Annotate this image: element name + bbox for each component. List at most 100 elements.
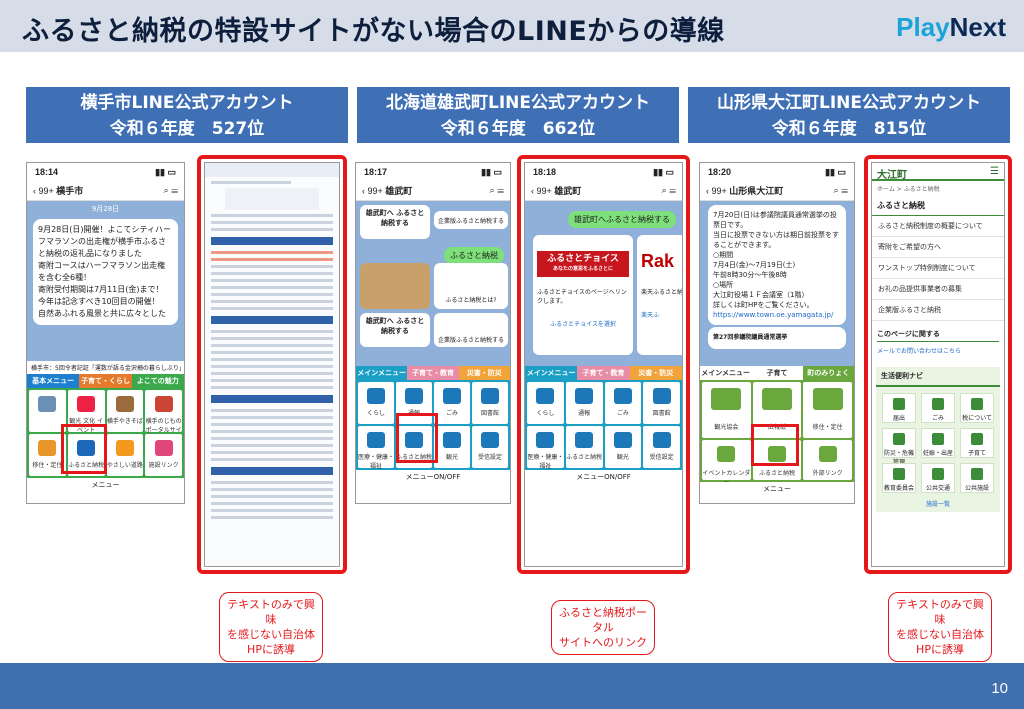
rich-menu-item-furusato[interactable]: ふるさと納税: [752, 440, 802, 480]
rich-menu-item[interactable]: くらし: [527, 382, 564, 424]
navi-item[interactable]: 妊娠・出産: [921, 428, 955, 458]
tab-family[interactable]: 子育て・教育: [407, 366, 459, 380]
menu-toggle[interactable]: メニューON/OFF: [525, 470, 682, 484]
more-link[interactable]: 施設一覧: [925, 501, 950, 508]
page-link[interactable]: ワンストップ特例制度について: [872, 258, 1004, 279]
chat-area[interactable]: 9月28日 9月28日(日)開催！よこてシティハーフマラソンの出走権が横手市ふる…: [27, 201, 184, 361]
navi-item[interactable]: 教育委員会: [882, 463, 916, 493]
portal-card-rakuten[interactable]: Rak 楽天ふるさと納税 楽天ふ: [637, 235, 682, 355]
choice-link[interactable]: ふるさとチョイスを選択: [550, 321, 616, 328]
rich-menu-item-furusato[interactable]: ふるさと納税: [67, 434, 105, 476]
navi-item[interactable]: 公共施設: [960, 463, 994, 493]
tab-charm[interactable]: よこての魅力: [131, 374, 184, 388]
card-title[interactable]: 雄武町へ ふるさと納税する: [360, 205, 430, 239]
rakuten-link[interactable]: 楽天ふ: [641, 312, 660, 319]
rich-menu-item[interactable]: 広報紙: [752, 382, 802, 438]
battery-icon: ▮▮ ▭: [155, 167, 176, 177]
page-link[interactable]: ふるさと納税制度の概要について: [872, 216, 1004, 237]
rich-menu-item[interactable]: 受信設定: [643, 426, 680, 468]
text-line: [211, 330, 333, 333]
choice-banner: ふるさとチョイス あなたの意思をふるさとに: [537, 251, 629, 277]
tab-main[interactable]: メインメニュー: [700, 366, 752, 380]
tab-family[interactable]: 子育て・くらし: [79, 374, 132, 388]
card-button[interactable]: 企業版ふるさと納税する: [434, 313, 508, 347]
rich-menu-item[interactable]: やさしい道路: [106, 434, 144, 476]
menu-toggle[interactable]: メニュー: [27, 478, 184, 492]
rich-menu-item[interactable]: 横手やきそば: [106, 390, 144, 432]
back-button[interactable]: ‹ 99+ 横手市: [33, 186, 84, 196]
rich-menu-item[interactable]: 医療・健康・福祉: [527, 426, 564, 470]
tab-family[interactable]: 子育て: [751, 366, 803, 380]
message-link[interactable]: https://www.town.oe.yamagata.jp/: [713, 311, 834, 319]
rich-menu-item[interactable]: イベントカレンダー: [702, 440, 751, 486]
tab-family[interactable]: 子育て・教育: [577, 366, 630, 380]
page-link[interactable]: 寄附をご希望の方へ: [872, 237, 1004, 258]
menu-icon[interactable]: ☰: [669, 185, 676, 195]
document-icon: [893, 398, 905, 410]
rich-menu-item[interactable]: 通報: [565, 382, 603, 424]
rich-menu-item[interactable]: 観光: [604, 426, 642, 468]
column-heading-oumu: 北海道雄武町LINE公式アカウント 令和６年度 662位: [357, 87, 679, 143]
rich-menu-item[interactable]: 移住・定住: [29, 434, 66, 476]
menu-icon[interactable]: ☰: [171, 185, 178, 195]
menu-icon[interactable]: ☰: [990, 166, 999, 177]
search-icon[interactable]: ⌕: [661, 185, 667, 195]
chat-area[interactable]: 7月20日(日)は参議院議員通常選挙の投票日です。 当日に投票できない方は期日前…: [700, 201, 854, 366]
breadcrumb[interactable]: ホーム > ふるさと納税: [877, 186, 940, 193]
rich-menu-item[interactable]: 通報: [396, 382, 432, 424]
rich-menu-item[interactable]: ふるさと納税: [565, 426, 603, 468]
search-icon[interactable]: ⌕: [833, 185, 839, 195]
navi-item[interactable]: ごみ: [921, 393, 955, 423]
account-name: 山形県大江町: [729, 186, 784, 196]
back-button[interactable]: ‹ 99+ 山形県大江町: [706, 186, 784, 196]
rich-menu-item[interactable]: 図書館: [472, 382, 508, 424]
rich-menu-item[interactable]: 施設リンク: [145, 434, 182, 476]
back-button[interactable]: ‹ 99+ 雄武町: [362, 186, 413, 196]
notice-bar[interactable]: 横手市：5回令者記証「運数が語る金沢柵の暮らしぶり」参: [27, 361, 184, 374]
tab-main[interactable]: メインメニュー: [356, 366, 408, 380]
menu-icon[interactable]: ☰: [497, 185, 504, 195]
navi-item[interactable]: 防災・危機管理: [882, 428, 916, 466]
rich-menu-item[interactable]: 移住・定住: [803, 382, 852, 438]
rich-menu-item[interactable]: ごみ: [604, 382, 642, 424]
chat-area[interactable]: 雄武町へふるさと納税する ふるさとチョイス あなたの意思をふるさとに ふるさとチ…: [525, 201, 682, 366]
rich-menu-item[interactable]: 医療・健康・福祉: [358, 426, 394, 470]
tab-disaster[interactable]: 災害・防災: [629, 366, 682, 380]
rich-menu-item[interactable]: くらし: [358, 382, 394, 424]
tab-basic[interactable]: 基本メニュー: [27, 374, 80, 388]
rich-menu-item[interactable]: ごみ: [434, 382, 470, 424]
rich-menu-item[interactable]: 図書館: [643, 382, 680, 424]
rich-menu-item[interactable]: 観光: [434, 426, 470, 468]
status-time: 18:18: [533, 167, 557, 177]
rich-menu-item[interactable]: [29, 390, 66, 432]
navi-item[interactable]: 子育て: [960, 428, 994, 458]
back-button[interactable]: ‹ 99+ 雄武町: [531, 186, 582, 196]
rich-menu-item[interactable]: 観光協会: [702, 382, 751, 438]
tab-disaster[interactable]: 災害・防災: [458, 366, 510, 380]
page-heading: ふるさと納税: [872, 196, 1004, 216]
rich-menu-item[interactable]: 受信設定: [472, 426, 508, 468]
navi-item[interactable]: 届出: [882, 393, 916, 423]
rich-menu-item[interactable]: 外部リンク: [803, 440, 852, 480]
navi-item[interactable]: 公共交通: [921, 463, 955, 493]
book-icon: [761, 388, 792, 410]
search-icon[interactable]: ⌕: [489, 185, 495, 195]
menu-icon[interactable]: ☰: [841, 185, 848, 195]
card-about[interactable]: ふるさと納税とは?: [434, 263, 508, 309]
card-title[interactable]: 雄武町へ ふるさと納税する: [360, 313, 430, 347]
tab-charm[interactable]: 町のみりょく: [802, 366, 854, 380]
portal-card-choice[interactable]: ふるさとチョイス あなたの意思をふるさとに ふるさとチョイスのページへリンクしま…: [533, 235, 633, 355]
page-link[interactable]: お礼の品提供事業者の募集: [872, 279, 1004, 300]
navi-item[interactable]: 税について: [960, 393, 994, 423]
text-line: [211, 481, 333, 484]
page-link[interactable]: 企業版ふるさと納税: [872, 300, 1004, 321]
chat-area[interactable]: 雄武町へ ふるさと納税する 企業版ふるさと納税する ふるさと納税 ふるさと納税と…: [356, 201, 510, 366]
contact-link[interactable]: メールでお問い合わせはこちら: [877, 348, 962, 355]
tab-main[interactable]: メインメニュー: [525, 366, 578, 380]
card-button[interactable]: 企業版ふるさと納税する: [434, 211, 508, 229]
menu-toggle[interactable]: メニュー: [700, 482, 854, 496]
search-icon[interactable]: ⌕: [163, 185, 169, 195]
notice-card[interactable]: 第27回参議院議員通常選挙: [708, 327, 846, 349]
menu-toggle[interactable]: メニューON/OFF: [356, 470, 510, 484]
